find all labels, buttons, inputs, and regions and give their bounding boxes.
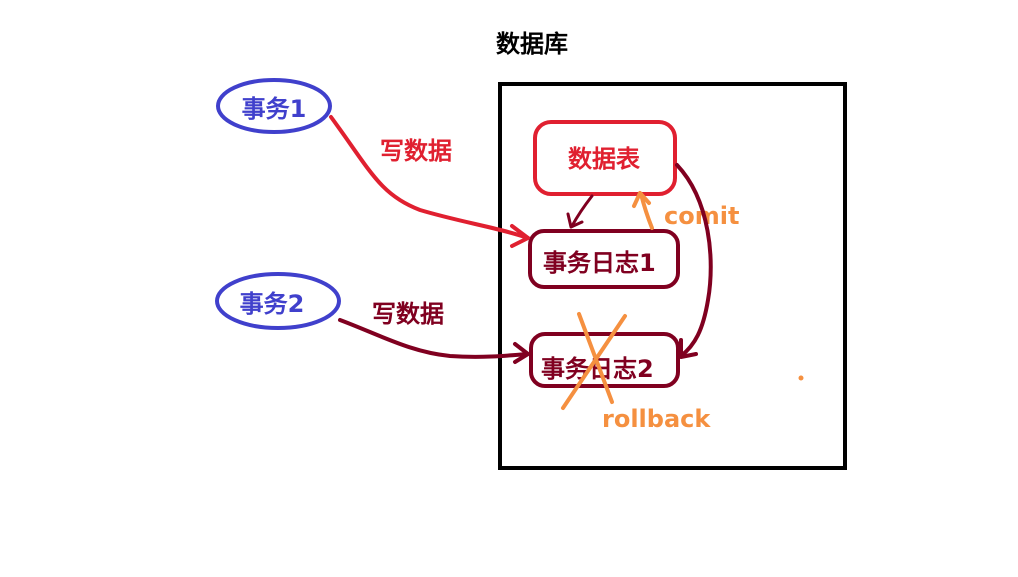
diagram-title: 数据库 — [496, 30, 568, 58]
transaction-log-1-label: 事务日志1 — [543, 249, 656, 277]
transaction-log-1-box — [528, 229, 680, 289]
write-arrow-2-head — [513, 342, 530, 364]
rollback-cross-line-2 — [561, 314, 627, 410]
table-to-log1-arrow — [570, 194, 594, 228]
write-arrow-1-head — [510, 224, 530, 248]
table-to-log2-arrow-head — [679, 338, 698, 359]
transaction-2-node — [215, 272, 341, 330]
table-to-log2-arrow — [675, 163, 713, 358]
transaction-2-label: 事务2 — [240, 290, 305, 318]
data-table-box — [533, 120, 677, 196]
transaction-1-node — [216, 78, 332, 134]
write-label-2: 写数据 — [372, 300, 444, 328]
database-container — [498, 82, 847, 470]
commit-arrow-head — [632, 191, 651, 208]
write-arrow-1 — [329, 115, 530, 240]
table-to-log1-arrow-head — [566, 212, 584, 229]
rollback-label: rollback — [602, 405, 711, 433]
stray-dot — [798, 375, 804, 381]
data-table-label: 数据表 — [568, 145, 641, 173]
transaction-1-label: 事务1 — [242, 95, 307, 123]
write-arrow-2 — [338, 318, 529, 359]
write-label-1: 写数据 — [380, 137, 452, 165]
